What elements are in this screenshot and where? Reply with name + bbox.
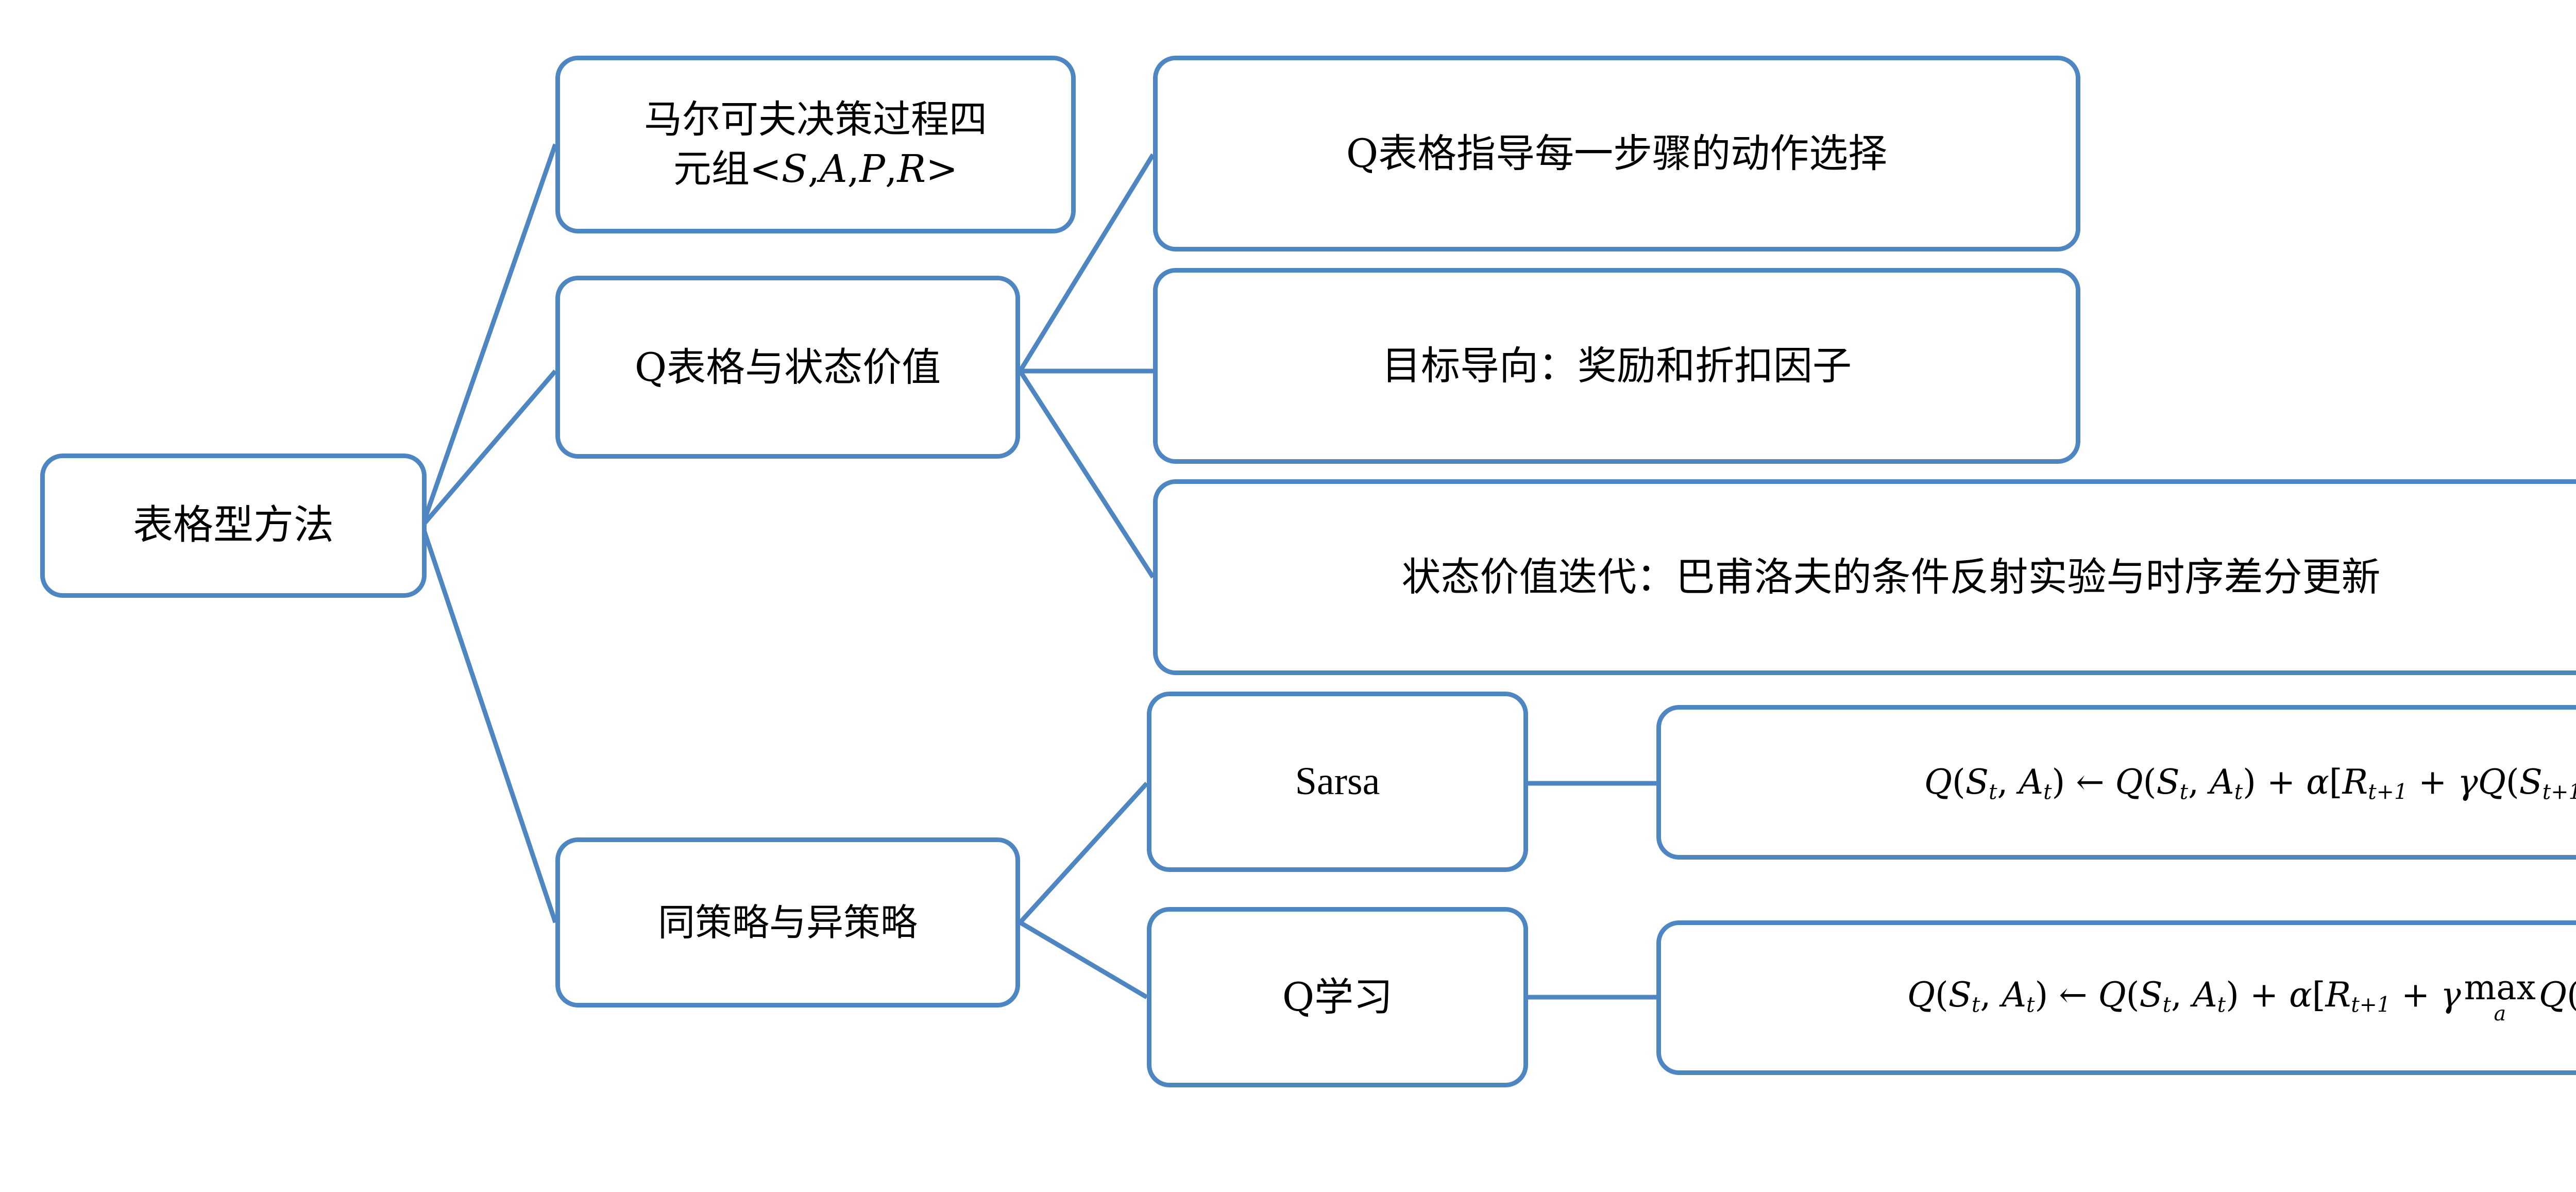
eq-sub-t2: t — [2043, 779, 2052, 804]
mdp-close: > — [926, 146, 958, 191]
eq-S2: S — [2156, 762, 2180, 802]
q2-gamma: γ — [2441, 975, 2461, 1015]
node-goal-label: 目标导向：奖励和折扣因子 — [1382, 343, 1852, 389]
q2-rpar2: ) — [2226, 975, 2239, 1015]
node-mdp-label: 马尔可夫决策过程四 元组<S,A,P,R> — [569, 95, 1062, 194]
eq-rpar1: ) — [2052, 762, 2065, 802]
q2-lbr: [ — [2312, 975, 2326, 1015]
node-qtable[interactable]: Q表格与状态价值 — [555, 276, 1020, 459]
mdp-c3: , — [885, 146, 897, 191]
edge-root-mdp — [420, 143, 558, 527]
eq-arrow: ← — [2076, 762, 2105, 802]
eq-S3: S — [2519, 762, 2543, 802]
node-qlearn[interactable]: Q学习 — [1147, 907, 1528, 1087]
mdp-p: P — [859, 146, 885, 191]
node-vitr-label: 状态价值迭代：巴甫洛夫的条件反射实验与时序差分更新 — [1401, 554, 2381, 600]
eq-A2: A — [2210, 762, 2234, 802]
q2-sub-t4: t — [2217, 992, 2226, 1017]
q2-alpha: α — [2289, 975, 2312, 1015]
eq-sub-t3: t — [2179, 779, 2189, 804]
mdp-line1: 马尔可夫决策过程四 — [644, 97, 987, 142]
node-qtable-label: Q表格与状态价值 — [634, 344, 941, 390]
edge-qtable-qguide — [1018, 153, 1155, 373]
q2-sub-t3: t — [2162, 992, 2172, 1017]
q2-comma2: , — [2171, 975, 2182, 1015]
qlearn-equation: Q(St, At) ← Q(St, At) + α[Rt+1 + γmaxaQ(… — [1670, 971, 2576, 1025]
edge-onoff-qlearn — [1019, 920, 1148, 999]
q2-max-label: max — [2464, 968, 2536, 1008]
node-qguide-label: Q表格指导每一步骤的动作选择 — [1346, 130, 1888, 177]
q2-A2: A — [2193, 975, 2217, 1015]
mdp-s: S — [781, 146, 808, 191]
q2-sub-t1: t — [1971, 992, 1980, 1017]
eq-comma2: , — [2188, 762, 2199, 802]
eq-gamma: γ — [2458, 762, 2478, 802]
edge-qtable-vitr — [1018, 370, 1155, 579]
mdp-r: R — [897, 146, 926, 191]
node-qlearn-label: Q学习 — [1282, 974, 1393, 1020]
node-sarsa-label: Sarsa — [1295, 760, 1380, 803]
eq-lpar3: ( — [2505, 762, 2519, 802]
q2-lpar3: ( — [2567, 975, 2576, 1015]
q2-plus2: + — [2401, 975, 2430, 1015]
mdp-line2: 元组 — [673, 146, 750, 191]
node-onoff[interactable]: 同策略与异策略 — [555, 837, 1020, 1008]
node-mdp[interactable]: 马尔可夫决策过程四 元组<S,A,P,R> — [555, 56, 1076, 233]
edge-root-onoff — [420, 525, 558, 924]
q2-Q2: Q — [2098, 975, 2126, 1015]
eq-plus2: + — [2418, 762, 2447, 802]
node-goal[interactable]: 目标导向：奖励和折扣因子 — [1153, 268, 2080, 464]
q2-A1: A — [2002, 975, 2027, 1015]
sarsa-equation: Q(St, At) ← Q(St, At) + α[Rt+1 + γQ(St+1… — [1670, 761, 2576, 804]
eq-S1: S — [1965, 762, 1989, 802]
mdp-a: A — [820, 146, 848, 191]
q2-sub-t2: t — [2026, 992, 2035, 1017]
q2-R: R — [2325, 975, 2351, 1015]
edge-onoff-sarsa — [1018, 781, 1149, 925]
eq-alpha: α — [2306, 762, 2329, 802]
node-sarsa[interactable]: Sarsa — [1147, 692, 1528, 872]
q2-rpar1: ) — [2035, 975, 2048, 1015]
eq-rpar2: ) — [2243, 762, 2256, 802]
node-onoff-label: 同策略与异策略 — [657, 900, 918, 944]
mdp-c1: , — [807, 146, 820, 191]
eq-lbr: [ — [2329, 762, 2343, 802]
q2-comma1: , — [1980, 975, 1991, 1015]
node-qguide[interactable]: Q表格指导每一步骤的动作选择 — [1153, 56, 2080, 251]
node-root[interactable]: 表格型方法 — [40, 454, 427, 598]
q2-sub-t1a: t+1 — [2351, 992, 2391, 1017]
eq-R: R — [2342, 762, 2368, 802]
mdp-c2: , — [847, 146, 860, 191]
node-qlearn-formula[interactable]: Q(St, At) ← Q(St, At) + α[Rt+1 + γmaxaQ(… — [1656, 920, 2576, 1075]
mdp-open: < — [749, 146, 782, 191]
q2-max-subscript: a — [2494, 1002, 2506, 1026]
eq-sub-t1b: t+1 — [2542, 779, 2576, 804]
node-vitr[interactable]: 状态价值迭代：巴甫洛夫的条件反射实验与时序差分更新 — [1153, 479, 2576, 675]
q2-lpar1: ( — [1935, 975, 1948, 1015]
node-root-label: 表格型方法 — [132, 502, 334, 549]
eq-lpar1: ( — [1952, 762, 1965, 802]
q2-Q3: Q — [2538, 975, 2567, 1015]
q2-plus1: + — [2249, 975, 2279, 1015]
q2-S2: S — [2139, 975, 2163, 1015]
eq-Q2: Q — [2115, 762, 2143, 802]
eq-comma1: , — [1997, 762, 2008, 802]
edge-root-qtable — [420, 370, 557, 527]
eq-sub-t4: t — [2234, 779, 2243, 804]
q2-S1: S — [1948, 975, 1972, 1015]
eq-Q1: Q — [1924, 762, 1952, 802]
q2-lpar2: ( — [2126, 975, 2140, 1015]
eq-lpar2: ( — [2143, 762, 2157, 802]
eq-A1: A — [2019, 762, 2044, 802]
q2-Q1: Q — [1907, 975, 1935, 1015]
eq-Q3: Q — [2478, 762, 2506, 802]
q2-arrow: ← — [2059, 975, 2088, 1015]
eq-sub-t1: t — [1988, 779, 1997, 804]
eq-plus1: + — [2266, 762, 2296, 802]
node-sarsa-formula[interactable]: Q(St, At) ← Q(St, At) + α[Rt+1 + γQ(St+1… — [1656, 705, 2576, 860]
eq-sub-t1a: t+1 — [2368, 779, 2408, 804]
